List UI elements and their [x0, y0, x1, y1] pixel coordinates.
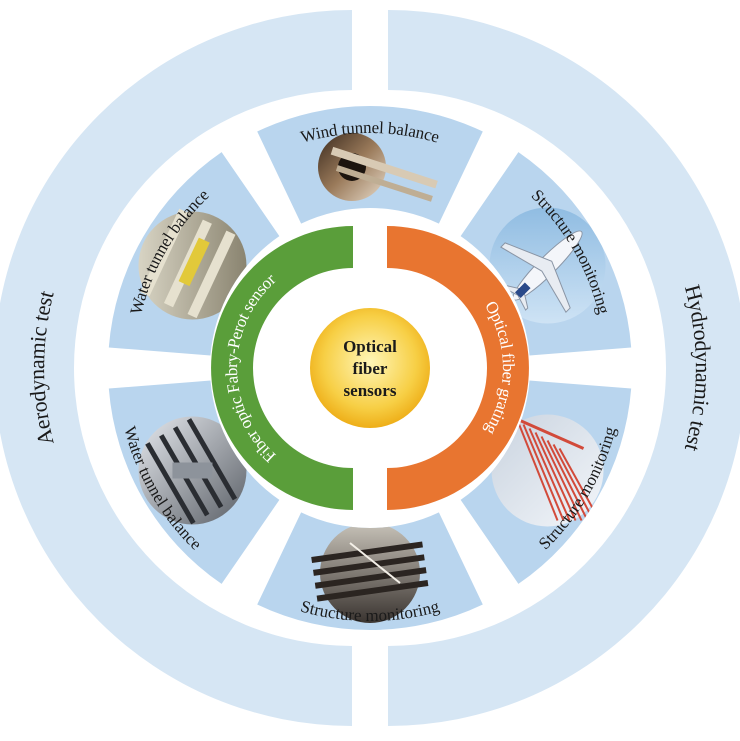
outer-ring: [0, 10, 740, 726]
green-ring-half: [211, 226, 353, 510]
ship-hull-photo: [491, 414, 604, 527]
segment-4: Structure monitoring: [257, 512, 483, 630]
water-tunnel-balance-photo: [138, 208, 247, 320]
center-line-3: sensors: [344, 381, 397, 400]
airplane-photo: [489, 207, 606, 324]
outer-ring-right-half: [388, 10, 740, 726]
wind-tunnel-photo: [318, 133, 438, 202]
inner-ring: [211, 226, 529, 510]
water-tunnel-rig-photo: [138, 416, 247, 525]
segment-1: Wind tunnel balance: [257, 105, 483, 224]
center-line-2: fiber: [353, 359, 388, 378]
outer-ring-left-half: [0, 10, 352, 726]
center-line-1: Optical: [343, 337, 397, 356]
segment-3: Structure monitoring: [460, 380, 632, 584]
center-circle: [310, 308, 430, 428]
pipe-structure-photo: [311, 523, 429, 623]
segment-2: Structure monitoring: [460, 152, 632, 356]
orange-ring-half: [387, 226, 529, 510]
